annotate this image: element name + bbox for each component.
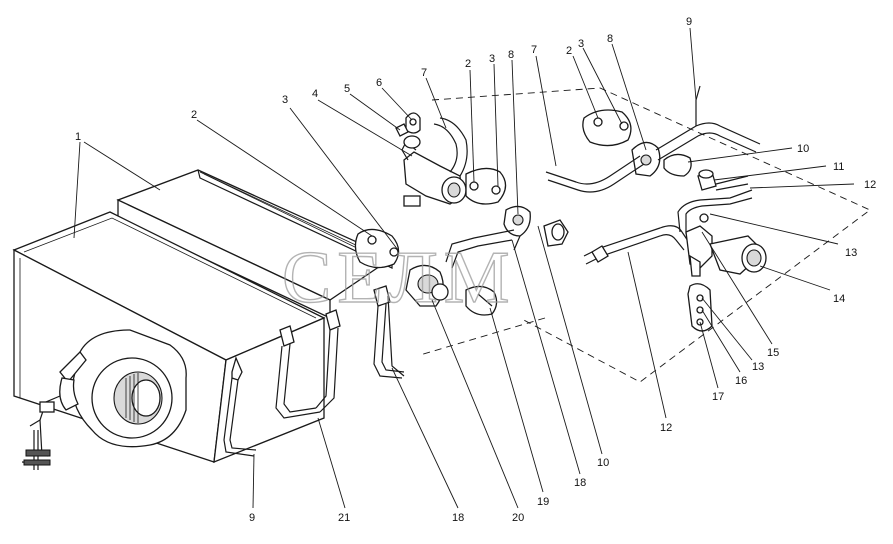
callout-7: 7 xyxy=(531,44,537,56)
heater-pipes xyxy=(223,285,405,457)
callout-15: 15 xyxy=(767,347,779,359)
callout-16: 16 xyxy=(735,375,747,387)
callout-20: 20 xyxy=(512,512,524,524)
callout-7: 7 xyxy=(421,67,427,79)
callout-3: 3 xyxy=(578,38,584,50)
callout-18: 18 xyxy=(574,477,586,489)
callout-13: 13 xyxy=(845,247,857,259)
callout-9: 9 xyxy=(686,16,692,28)
callout-5: 5 xyxy=(344,83,350,95)
callout-12: 12 xyxy=(864,179,876,191)
callout-3: 3 xyxy=(489,53,495,65)
callout-11: 11 xyxy=(833,161,844,173)
leader-lines xyxy=(73,27,855,509)
heater-block xyxy=(12,169,394,470)
callout-12: 12 xyxy=(660,422,672,434)
callout-18: 18 xyxy=(452,512,464,524)
callout-2: 2 xyxy=(465,58,471,70)
callout-8: 8 xyxy=(508,49,514,61)
callout-3: 3 xyxy=(282,94,288,106)
callout-10: 10 xyxy=(797,143,809,155)
callout-labels: 1 2 3 4 5 6 7 2 3 8 7 2 3 8 9 10 11 12 1… xyxy=(75,16,876,524)
callout-17: 17 xyxy=(712,391,724,403)
callout-10: 10 xyxy=(597,457,609,469)
callout-21: 21 xyxy=(338,512,350,524)
callout-8: 8 xyxy=(607,33,613,45)
shutoff-valve xyxy=(395,112,468,207)
callout-4: 4 xyxy=(312,88,318,100)
clamp-group-middle xyxy=(354,167,569,316)
callout-19: 19 xyxy=(537,496,549,508)
callout-2: 2 xyxy=(191,109,197,121)
callout-13: 13 xyxy=(752,361,764,373)
callout-6: 6 xyxy=(376,77,382,89)
callout-14: 14 xyxy=(833,293,845,305)
callout-2: 2 xyxy=(566,45,572,57)
watermark: СЕЛМ xyxy=(282,237,516,319)
callout-9: 9 xyxy=(249,512,255,524)
right-pipe-valve xyxy=(583,189,767,332)
assembly-boundary-dashed xyxy=(419,87,871,383)
upper-right-pipe xyxy=(545,85,761,193)
callout-1: 1 xyxy=(75,131,81,143)
